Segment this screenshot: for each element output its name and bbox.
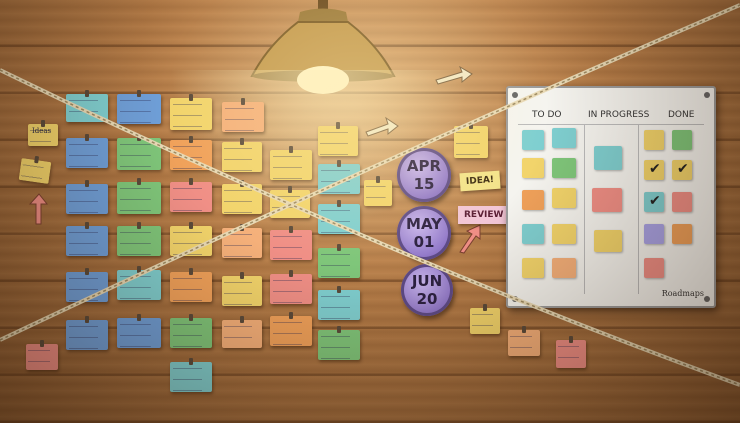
badge-month: MAY [406,214,442,233]
task-card [522,258,544,278]
task-card [644,130,664,150]
kanban-board: TO DO IN PROGRESS DONE ✔ ✔ ✔ Ro [506,86,716,308]
note [170,314,212,348]
note [270,226,312,260]
badge-month: JUN [411,271,443,290]
note [270,270,312,304]
column-header-todo: TO DO [532,110,562,120]
note [170,268,212,302]
column-header-done: DONE [668,110,695,120]
check-icon: ✔ [649,193,661,209]
task-card [552,188,576,208]
calendar-badge-apr: APR 15 [397,148,451,202]
note [66,134,108,168]
note [66,180,108,214]
note [508,326,540,356]
pin-icon [704,92,710,98]
task-card [552,258,576,278]
column-divider [638,124,639,294]
review-tag: REVIEW [458,206,510,224]
note [222,272,262,306]
badge-month: APR [406,156,442,175]
note [117,178,161,214]
note [364,176,392,206]
note [318,326,360,360]
note [170,358,212,392]
note [222,316,262,348]
note [170,94,212,130]
task-card [644,192,664,212]
task-card [672,192,692,212]
note [170,178,212,212]
pin-icon [512,92,518,98]
note [470,304,500,334]
check-icon: ✔ [649,161,661,177]
task-card [552,128,576,148]
note [222,138,262,172]
badge-day: 15 [413,174,435,193]
note [270,146,312,180]
arrow-icon [435,66,473,85]
header-rule [518,124,704,125]
note [318,122,358,156]
badge-day: 01 [413,232,435,251]
task-card [594,146,622,170]
note [222,98,264,132]
note-ideas-label: Ideas [32,127,52,135]
task-card [522,190,544,210]
check-icon: ✔ [677,161,689,177]
task-card [522,158,544,178]
note [117,222,161,256]
note [318,200,360,234]
task-card [644,160,664,180]
task-card [594,230,622,252]
note [117,314,161,348]
task-card [672,224,692,244]
note [318,244,360,278]
board-footer: Roadmaps [661,289,704,298]
note [26,340,58,370]
note [556,336,586,368]
arrow-icon [365,116,399,137]
task-card [592,188,622,212]
note [454,122,488,158]
task-card [644,258,664,278]
task-card [672,160,692,180]
task-card [522,130,544,150]
note [222,180,262,214]
task-card [552,158,576,178]
badge-day: 20 [416,289,438,308]
calendar-badge-jun: JUN 20 [401,264,453,316]
column-divider [584,124,585,294]
note [270,312,312,346]
note [66,222,108,256]
task-card [552,224,576,244]
arrow-icon [459,224,481,254]
task-card [522,224,544,244]
arrow-icon [28,193,49,225]
column-header-in-progress: IN PROGRESS [588,110,650,120]
task-card [672,130,692,150]
pin-icon [704,296,710,302]
calendar-badge-may: MAY 01 [397,206,451,260]
note [117,90,161,124]
task-card [644,224,664,244]
note-ideas: Ideas [28,120,58,146]
note [318,286,360,320]
note [66,316,108,350]
